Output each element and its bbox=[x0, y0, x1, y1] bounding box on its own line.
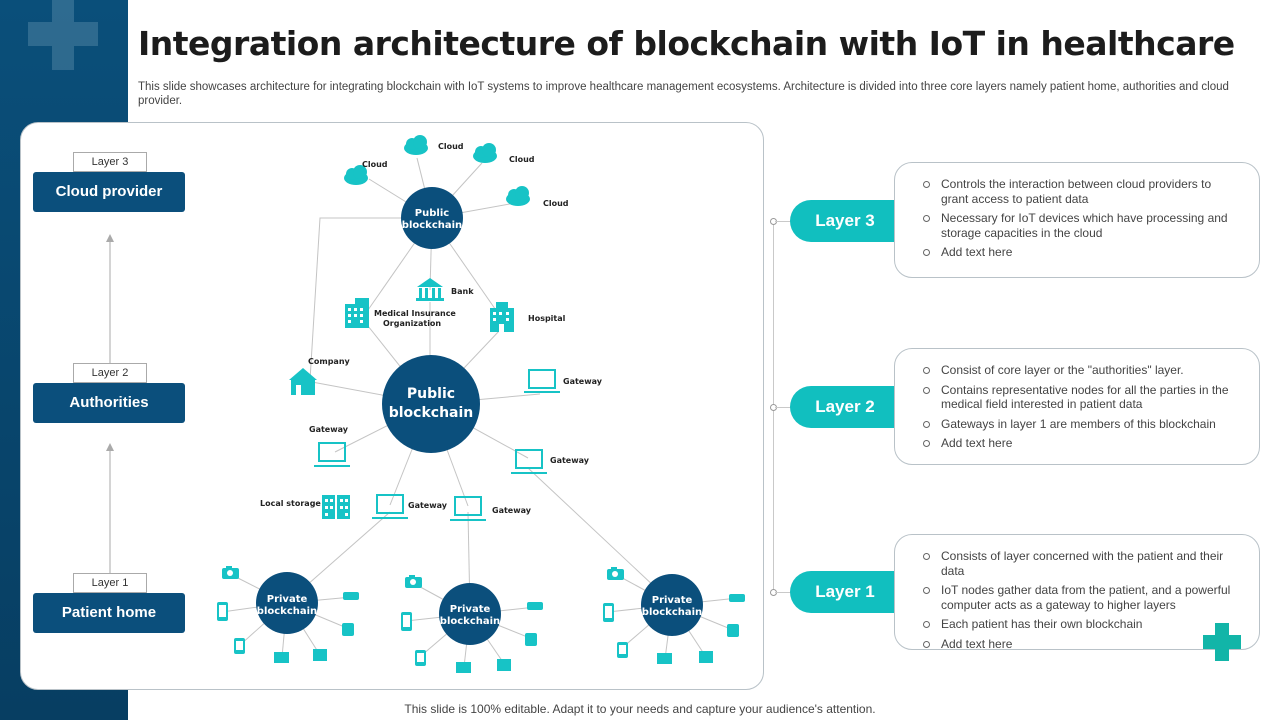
cloud-icon bbox=[506, 186, 530, 206]
footer-note: This slide is 100% editable. Adapt it to… bbox=[404, 702, 876, 716]
gateway-label: Gateway bbox=[563, 377, 603, 386]
bag-icon bbox=[525, 633, 537, 646]
layer3-point: Add text here bbox=[919, 245, 1241, 260]
layer1-tag: Layer 1 bbox=[73, 573, 147, 593]
public-blockchain-main-label-1: Public bbox=[407, 386, 455, 402]
private-blockchain-1-label-2: blockchain bbox=[257, 606, 317, 617]
cloud-icon bbox=[344, 165, 368, 185]
monitor-icon bbox=[274, 652, 289, 663]
laptop-icon bbox=[314, 442, 350, 467]
gateway-label: Gateway bbox=[309, 425, 349, 434]
connector-tick bbox=[775, 221, 791, 222]
cloud-icon bbox=[404, 135, 428, 155]
cloud-label: Cloud bbox=[543, 199, 569, 208]
cross-watermark-icon bbox=[28, 0, 98, 70]
private-blockchain-3-label-1: Private bbox=[652, 595, 693, 606]
layer1-point: Each patient has their own blockchain bbox=[919, 617, 1241, 632]
authorities-box: Authorities bbox=[33, 383, 185, 423]
layer3-pill: Layer 3 bbox=[790, 200, 912, 242]
layer1-pill: Layer 1 bbox=[790, 571, 912, 613]
cloud-icon bbox=[473, 143, 497, 163]
private-blockchain-2-label-2: blockchain bbox=[440, 616, 500, 627]
private-blockchain-1-label-1: Private bbox=[267, 594, 308, 605]
private-blockchain-3-label-2: blockchain bbox=[642, 607, 702, 618]
bank-icon bbox=[416, 278, 444, 301]
company-label: Company bbox=[308, 357, 351, 366]
hospital-label: Hospital bbox=[528, 314, 566, 323]
sensor-icon bbox=[527, 602, 543, 610]
cloud-label: Cloud bbox=[362, 160, 388, 169]
laptop-icon bbox=[372, 494, 408, 519]
company-house-icon bbox=[289, 368, 317, 395]
medical-insurance-label-1: Medical Insurance bbox=[374, 309, 456, 318]
layer2-point: Consist of core layer or the "authoritie… bbox=[919, 363, 1241, 378]
private-blockchain-node-1 bbox=[256, 572, 318, 634]
public-blockchain-top-node bbox=[401, 187, 463, 249]
connector-tick bbox=[775, 407, 791, 408]
monitor-icon bbox=[456, 662, 471, 673]
bank-label: Bank bbox=[451, 287, 474, 296]
gateway-label: Gateway bbox=[550, 456, 590, 465]
sensor-icon bbox=[343, 592, 359, 600]
public-blockchain-top-label-1: Public bbox=[415, 208, 449, 219]
medical-insurance-building-icon bbox=[345, 298, 369, 328]
gateway-label: Gateway bbox=[408, 501, 448, 510]
public-blockchain-main-node bbox=[382, 355, 480, 453]
layer2-point: Contains representative nodes for all th… bbox=[919, 383, 1241, 412]
private-blockchain-2-label-1: Private bbox=[450, 604, 491, 615]
public-blockchain-top-label-2: blockchain bbox=[402, 220, 462, 231]
private-blockchain-node-3 bbox=[641, 574, 703, 636]
connector-tick bbox=[775, 592, 791, 593]
cloud-label: Cloud bbox=[509, 155, 535, 164]
laptop-icon bbox=[511, 449, 547, 474]
layer2-info-box: Consist of core layer or the "authoritie… bbox=[894, 348, 1260, 465]
layer1-point: Add text here bbox=[919, 637, 1241, 652]
monitor-icon bbox=[657, 653, 672, 664]
layer2-point: Gateways in layer 1 are members of this … bbox=[919, 417, 1241, 432]
gateway-label: Gateway bbox=[492, 506, 532, 515]
sensor-icon bbox=[729, 594, 745, 602]
scanner-icon bbox=[699, 651, 713, 663]
public-blockchain-main-label-2: blockchain bbox=[389, 405, 474, 421]
page-title: Integration architecture of blockchain w… bbox=[138, 24, 1235, 63]
layer2-tag: Layer 2 bbox=[73, 363, 147, 383]
layer3-info-box: Controls the interaction between cloud p… bbox=[894, 162, 1260, 278]
layer2-pill: Layer 2 bbox=[790, 386, 912, 428]
cloud-provider-box: Cloud provider bbox=[33, 172, 185, 212]
layer2-point: Add text here bbox=[919, 436, 1241, 451]
bag-icon bbox=[342, 623, 354, 636]
layer3-point: Necessary for IoT devices which have pro… bbox=[919, 211, 1241, 240]
layer1-point: IoT nodes gather data from the patient, … bbox=[919, 583, 1241, 612]
local-storage-label: Local storage bbox=[260, 499, 321, 508]
cloud-label: Cloud bbox=[438, 142, 464, 151]
page-description: This slide showcases architecture for in… bbox=[138, 81, 1229, 107]
bag-icon bbox=[727, 624, 739, 637]
laptop-icon bbox=[524, 369, 560, 393]
private-blockchain-node-2 bbox=[439, 583, 501, 645]
scanner-icon bbox=[313, 649, 327, 661]
layer3-point: Controls the interaction between cloud p… bbox=[919, 177, 1241, 206]
laptop-icon bbox=[450, 496, 486, 521]
patient-home-box: Patient home bbox=[33, 593, 185, 633]
layer1-point: Consists of layer concerned with the pat… bbox=[919, 549, 1241, 578]
layer3-tag: Layer 3 bbox=[73, 152, 147, 172]
layer1-info-box: Consists of layer concerned with the pat… bbox=[894, 534, 1260, 652]
scanner-icon bbox=[497, 659, 511, 671]
medical-insurance-label-2: Organization bbox=[383, 319, 441, 328]
medical-cross-icon bbox=[1203, 623, 1241, 661]
